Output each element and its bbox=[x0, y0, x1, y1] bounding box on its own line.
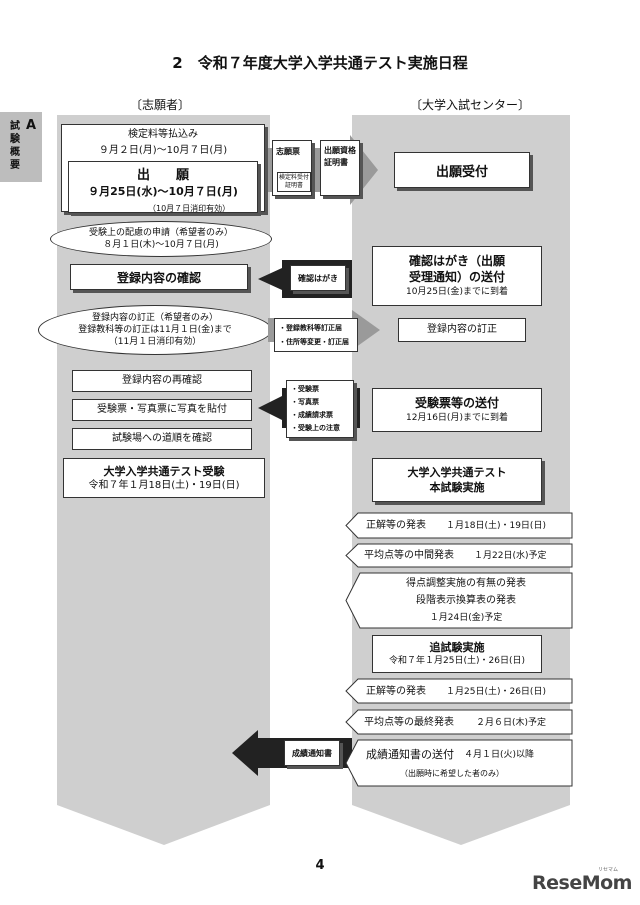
apply-dates: ９月25日(水)〜10月７日(月) bbox=[88, 185, 238, 198]
correction-ellipse: 登録内容の訂正（希望者のみ） 登録教科等の訂正は11月１日(金)まで （11月１… bbox=[38, 305, 272, 355]
qualification-cert-label: 出願資格証明書 bbox=[324, 146, 356, 167]
score-send-note: （出願時に希望した者のみ） bbox=[400, 769, 504, 778]
resemom-ruby: リセマム bbox=[598, 867, 619, 873]
mailing-item-3: ・成績請求票 bbox=[291, 411, 333, 419]
fee-dates: ９月２日(月)〜10月７日(月) bbox=[98, 145, 228, 156]
mailing-item-2: ・写真票 bbox=[291, 398, 319, 406]
page-number: 4 bbox=[315, 858, 325, 873]
postcard-send-box: 確認はがき（出願 受理通知）の送付 10月25日(金)までに到着 bbox=[372, 246, 542, 306]
mailing-items-doc: ・受験票 ・写真票 ・成績請求票 ・受験上の注意 bbox=[286, 380, 354, 438]
correction-forms-doc: ・登録教科等訂正届 ・住所等変更・訂正届 bbox=[274, 318, 358, 352]
accommodation-dates: ８月１日(木)〜10月７日(月) bbox=[103, 240, 219, 250]
score-send-shape bbox=[345, 739, 573, 787]
final-shape bbox=[345, 709, 573, 735]
makeup-title: 追試験実施 bbox=[429, 641, 485, 654]
announce1-label: 正解等の発表 bbox=[366, 520, 426, 531]
applicant-column-header: 〔志願者〕 bbox=[129, 98, 190, 112]
ticket-send-title: 受験票等の送付 bbox=[414, 396, 499, 410]
mailing-item-1: ・受験票 bbox=[291, 385, 319, 393]
final-date: ２月６日(木)予定 bbox=[476, 718, 547, 728]
reconfirm-box: 登録内容の再確認 bbox=[72, 370, 252, 392]
center-column-header: 〔大学入試センター〕 bbox=[409, 98, 530, 112]
correction-line1: 登録内容の訂正（希望者のみ） bbox=[91, 313, 218, 323]
interim-date: １月22日(水)予定 bbox=[474, 551, 547, 561]
confirm-registration-box: 登録内容の確認 bbox=[70, 264, 248, 290]
center-exam-box: 大学入学共通テスト 本試験実施 bbox=[372, 458, 542, 502]
announce1-date: １月18日(土)・19日(日) bbox=[446, 521, 546, 531]
ticket-send-note: 12月16日(月)までに到着 bbox=[406, 413, 508, 423]
score-notice-doc: 成績通知書 bbox=[284, 740, 340, 766]
center-exam-line2: 本試験実施 bbox=[429, 481, 485, 494]
check-route-box: 試験場への道順を確認 bbox=[72, 428, 252, 450]
makeup-dates: 令和７年１月25日(土)・26日(日) bbox=[389, 656, 525, 666]
announce2-date: １月25日(土)・26日(日) bbox=[446, 687, 546, 697]
exam-title: 大学入学共通テスト受験 bbox=[103, 464, 225, 478]
fee-title: 検定料等払込み bbox=[128, 129, 198, 140]
correction-line2: 登録教科等の訂正は11月１日(金)まで bbox=[78, 325, 232, 335]
final-label: 平均点等の最終発表 bbox=[364, 717, 454, 728]
center-exam-line1: 大学入学共通テスト bbox=[407, 466, 507, 479]
accommodation-ellipse: 受験上の配慮の申請（希望者のみ） ８月１日(木)〜10月７日(月) bbox=[50, 221, 272, 257]
correction-item-2: ・住所等変更・訂正届 bbox=[279, 338, 349, 346]
accept-box: 出願受付 bbox=[394, 152, 530, 188]
score-send-date: ４月１日(火)以降 bbox=[464, 750, 535, 760]
accommodation-title: 受験上の配慮の申請（希望者のみ） bbox=[88, 228, 233, 238]
postcard-line2: 受理通知）の送付 bbox=[408, 270, 505, 284]
adjust-line2: 段階表示換算表の発表 bbox=[416, 595, 516, 606]
announce2-shape bbox=[345, 678, 573, 704]
correction-item-1: ・登録教科等訂正届 bbox=[279, 324, 342, 332]
interim-label: 平均点等の中間発表 bbox=[364, 550, 454, 561]
announce2-label: 正解等の発表 bbox=[366, 686, 426, 697]
confirmation-postcard-doc: 確認はがき bbox=[290, 265, 346, 291]
postcard-note: 10月25日(金)までに到着 bbox=[406, 287, 508, 297]
postcard-line1: 確認はがき（出願 bbox=[408, 254, 505, 268]
fee-receipt-label: 検定料受付証明書 bbox=[279, 174, 310, 189]
side-tab-letter: A bbox=[26, 118, 37, 133]
apply-note: （10月７日消印有効） bbox=[148, 204, 231, 213]
fee-receipt-doc: 検定料受付証明書 bbox=[277, 172, 311, 192]
adjust-date: １月24日(金)予定 bbox=[429, 613, 503, 623]
resemom-logo: ReseMom bbox=[532, 872, 632, 894]
attach-photo-box: 受験票・写真票に写真を貼付 bbox=[72, 399, 252, 421]
side-tab bbox=[0, 112, 42, 182]
adjust-line1: 得点調整実施の有無の発表 bbox=[406, 578, 526, 589]
application-form-label: 志願票 bbox=[276, 147, 300, 156]
score-send-label: 成績通知書の送付 bbox=[366, 748, 454, 761]
side-tab-label: 試験概要 bbox=[10, 121, 20, 171]
makeup-box: 追試験実施 令和７年１月25日(土)・26日(日) bbox=[372, 635, 542, 673]
exam-dates: 令和７年１月18日(土)・19日(日) bbox=[88, 479, 240, 491]
adjust-shape bbox=[345, 572, 573, 629]
application-box bbox=[68, 161, 258, 213]
apply-title: 出 願 bbox=[136, 168, 189, 183]
mailing-item-4: ・受験上の注意 bbox=[291, 424, 340, 432]
page-title: 2 令和７年度大学入学共通テスト実施日程 bbox=[172, 54, 468, 72]
qualification-cert-doc: 出願資格証明書 bbox=[320, 140, 360, 196]
ticket-send-box: 受験票等の送付 12月16日(月)までに到着 bbox=[372, 388, 542, 432]
center-correction-box: 登録内容の訂正 bbox=[398, 318, 526, 342]
interim-shape bbox=[345, 543, 573, 568]
announce1-shape bbox=[345, 512, 573, 539]
exam-box: 大学入学共通テスト受験 令和７年１月18日(土)・19日(日) bbox=[63, 458, 265, 498]
correction-line3: （11月１日消印有効） bbox=[108, 337, 202, 347]
